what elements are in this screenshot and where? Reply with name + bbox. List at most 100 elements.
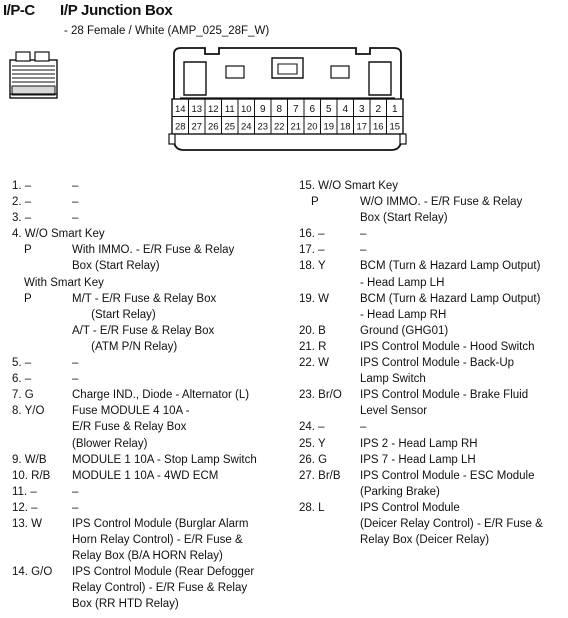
pin-description-row: (Parking Brake) <box>299 484 567 500</box>
pin-function: (Start Relay) <box>72 308 156 321</box>
pin-function: M/T - E/R Fuse & Relay Box <box>72 292 217 305</box>
pin-number-color: 21. R <box>299 340 327 353</box>
pin-number-19: 19 <box>323 122 334 133</box>
pin-function: IPS Control Module (Rear Defogger <box>72 566 255 579</box>
pin-description-row: 11. –– <box>12 484 292 500</box>
pin-function: Relay Box (Deicer Relay) <box>360 534 490 547</box>
pin-function: – <box>360 228 367 241</box>
pin-number-color: 20. B <box>299 324 326 337</box>
pin-number-color: 16. – <box>299 228 325 241</box>
pin-function: – <box>72 501 79 514</box>
pin-number-15: 15 <box>389 122 400 133</box>
pin-function: - Head Lamp RH <box>360 308 447 321</box>
pin-function: Relay Box (B/A HORN Relay) <box>72 550 223 563</box>
pin-function: E/R Fuse & Relay Box <box>72 421 187 434</box>
pin-description-row: 10. R/B MODULE 1 10A - 4WD ECM <box>12 468 292 484</box>
pin-number-28: 28 <box>175 122 186 133</box>
pin-number-color: 15. W/O Smart Key <box>299 180 399 192</box>
pin-function: Charge IND., Diode - Alternator (L) <box>72 389 250 402</box>
pin-function: Ground (GHG01) <box>360 324 449 337</box>
pin-function: Horn Relay Control) - E/R Fuse & <box>72 534 243 547</box>
pin-number-17: 17 <box>356 122 367 133</box>
pin-description-row: Relay Box (B/A HORN Relay) <box>12 548 292 564</box>
pin-function: – <box>72 196 79 209</box>
pin-function: - Head Lamp LH <box>360 276 445 289</box>
pin-description-row: 1. –– <box>12 178 292 194</box>
pin-number-color: 3. – <box>12 212 32 225</box>
pin-description-row: A/T - E/R Fuse & Relay Box <box>12 323 292 339</box>
pin-function: Lamp Switch <box>360 373 426 386</box>
pin-function: BCM (Turn & Hazard Lamp Output) <box>360 260 541 273</box>
pin-function: Box (Start Relay) <box>360 212 448 225</box>
pin-description-row: 24. – – <box>299 419 567 435</box>
pin-number-3: 3 <box>359 104 365 115</box>
pin-function: MODULE 1 10A - 4WD ECM <box>72 469 219 482</box>
pin-function: – <box>360 421 367 434</box>
pin-description-row: - Head Lamp RH <box>299 307 567 323</box>
pin-function: (Deicer Relay Control) - E/R Fuse & <box>360 517 543 530</box>
pin-condition: P <box>311 196 319 209</box>
pin-function: – <box>360 244 367 257</box>
pin-number-2: 2 <box>375 104 381 115</box>
pin-description-row: 6. – – <box>12 371 292 387</box>
pin-condition: With Smart Key <box>24 276 104 289</box>
pin-description-row: Box (RR HTD Relay) <box>12 596 292 612</box>
pin-description-row: Relay Box (Deicer Relay) <box>299 532 567 548</box>
page-title: I/P Junction Box <box>60 2 173 19</box>
pin-number-color: 24. – <box>299 421 325 434</box>
pin-description-row: (Blower Relay) <box>12 436 292 452</box>
pin-number-color: 6. – <box>12 373 32 386</box>
pin-number-color: 5. – <box>12 357 32 370</box>
pin-function: IPS Control Module - Back-Up <box>360 357 515 370</box>
pin-description-row: (ATM P/N Relay) <box>12 339 292 355</box>
pin-function: IPS 7 - Head Lamp LH <box>360 453 476 466</box>
pin-function: – <box>72 373 79 386</box>
pin-number-color: 10. R/B <box>12 469 51 482</box>
pin-function: Level Sensor <box>360 405 428 418</box>
pin-number-22: 22 <box>274 122 285 133</box>
pin-number-color: 9. W/B <box>12 453 47 466</box>
pin-function: – <box>72 180 79 192</box>
connector-side-icon <box>9 51 58 99</box>
pin-function: – <box>72 212 79 225</box>
pin-function: Relay Control) - E/R Fuse & Relay <box>72 582 248 595</box>
pin-function: (Blower Relay) <box>72 437 148 450</box>
pin-number-8: 8 <box>276 104 282 115</box>
pin-function: IPS Control Module <box>360 501 460 514</box>
pin-number-1: 1 <box>392 104 398 115</box>
connector-code: I/P-C <box>3 2 35 19</box>
pin-number-20: 20 <box>307 122 318 133</box>
pin-description-row: Level Sensor <box>299 403 567 419</box>
pin-description-row: - Head Lamp LH <box>299 275 567 291</box>
pin-number-color: 23. Br/O <box>299 389 342 402</box>
pin-number-color: 4. W/O Smart Key <box>12 228 105 241</box>
pin-description-row: Box (Start Relay) <box>299 210 567 226</box>
pin-description-row: (Start Relay) <box>12 307 292 323</box>
pin-description-row: P W/O IMMO. - E/R Fuse & Relay <box>299 194 567 210</box>
pin-function: – <box>72 485 79 498</box>
pin-function: Fuse MODULE 4 10A - <box>72 405 190 418</box>
pin-function: W/O IMMO. - E/R Fuse & Relay <box>360 196 523 209</box>
pin-function: With IMMO. - E/R Fuse & Relay <box>72 244 235 257</box>
pin-number-5: 5 <box>326 104 332 115</box>
pin-description-row: 12. –– <box>12 500 292 516</box>
pin-number-color: 17. – <box>299 244 325 257</box>
pin-number-4: 4 <box>342 104 348 115</box>
pin-description-row: 2. –– <box>12 194 292 210</box>
pin-function: A/T - E/R Fuse & Relay Box <box>72 324 215 337</box>
pin-number-13: 13 <box>191 104 202 115</box>
pin-function: IPS Control Module (Burglar Alarm <box>72 517 249 530</box>
pin-description-row: 20. B Ground (GHG01) <box>299 323 567 339</box>
pin-function: (ATM P/N Relay) <box>72 340 178 353</box>
pin-number-25: 25 <box>224 122 235 133</box>
